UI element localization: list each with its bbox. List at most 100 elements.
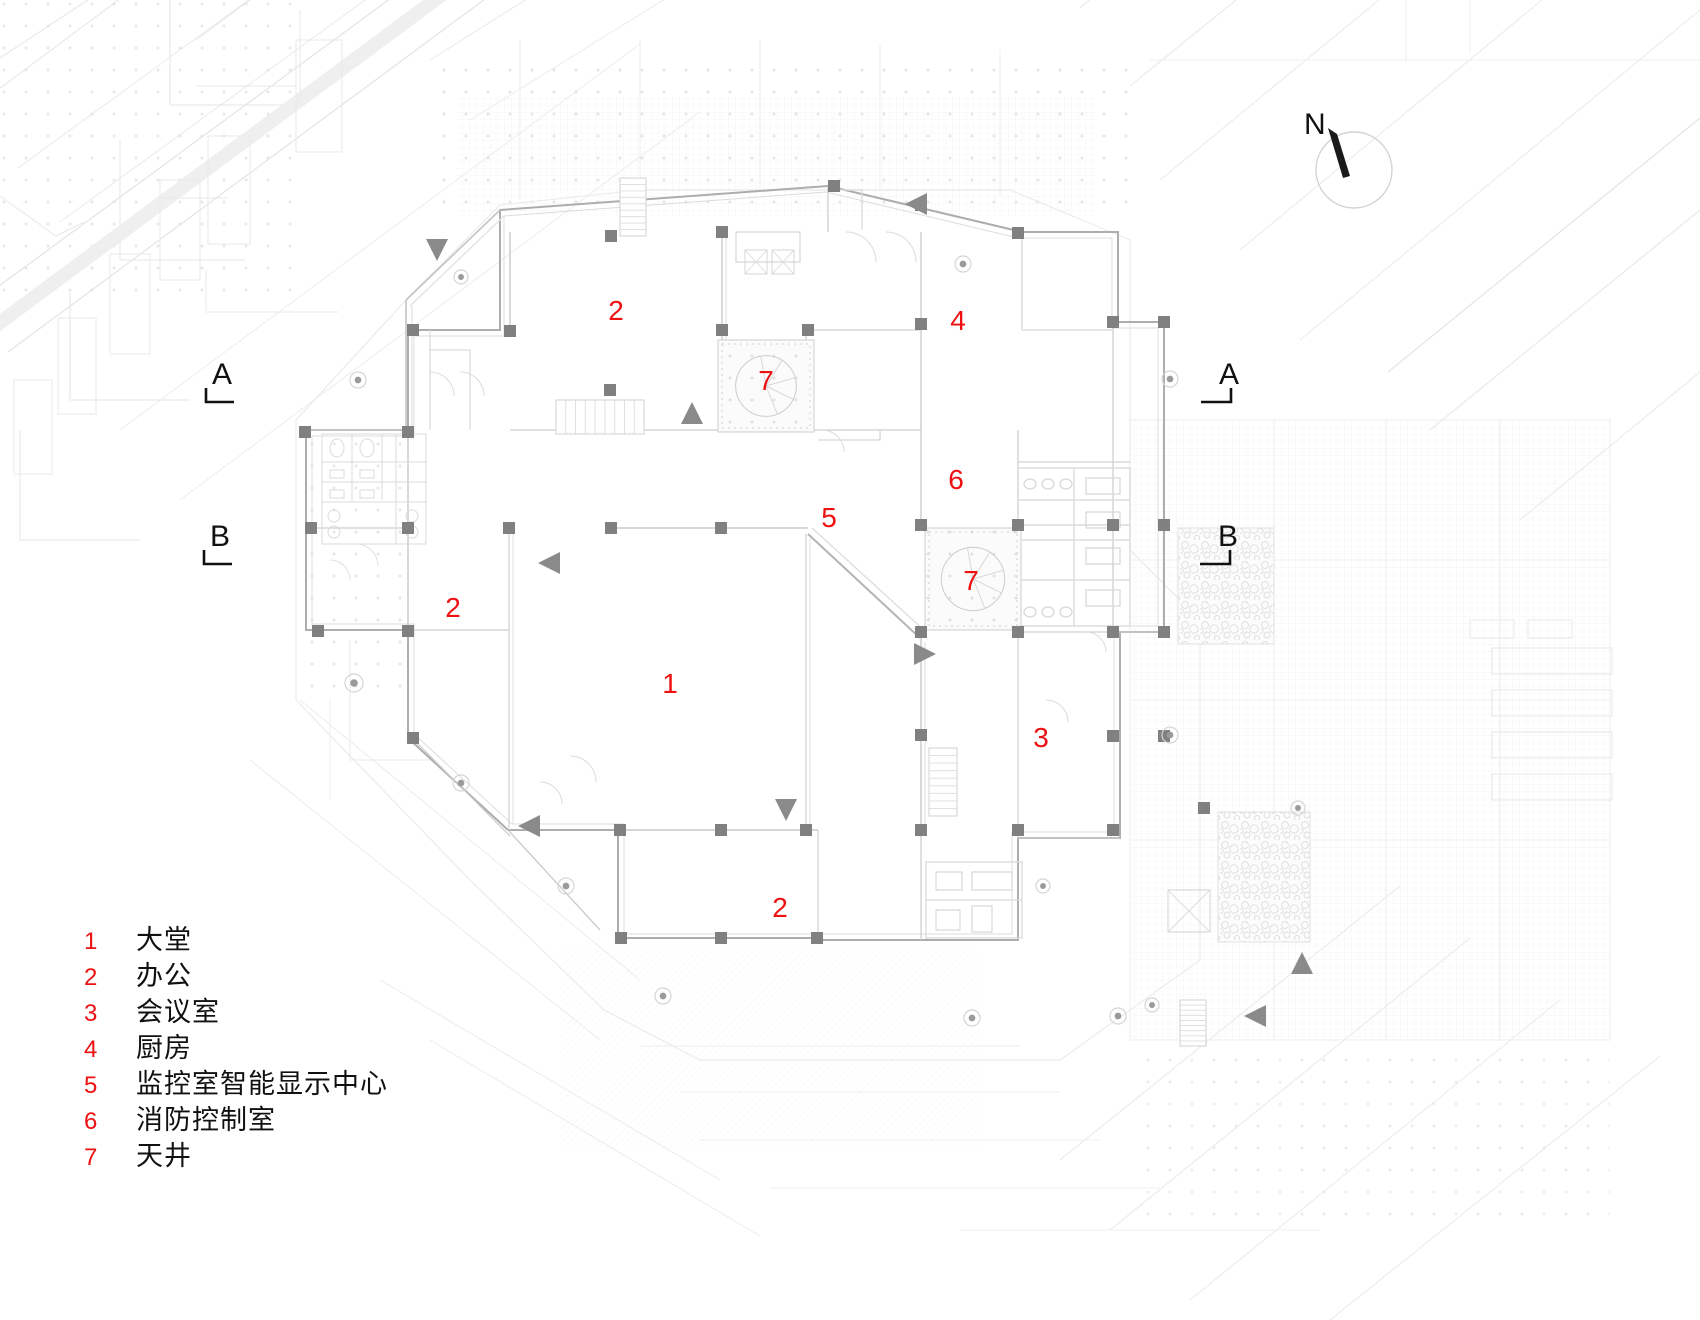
legend-label: 监控室智能显示中心 <box>136 1069 388 1100</box>
tree-branch-icon <box>765 359 783 387</box>
pebble-north <box>1177 527 1275 645</box>
elevator-cross <box>744 249 768 275</box>
elevators <box>744 249 1211 933</box>
column <box>614 824 626 836</box>
direction-marker-left <box>518 815 540 837</box>
lift-1 <box>744 249 768 275</box>
tree-icon <box>1161 726 1179 744</box>
tree-canopy-icon <box>453 269 469 285</box>
column <box>828 180 840 192</box>
tree-icon <box>453 269 469 285</box>
direction-marker-down <box>775 799 797 821</box>
legend-number: 5 <box>84 1072 98 1099</box>
service-rooms-se <box>925 861 1023 939</box>
tree-branch-icon <box>765 377 796 387</box>
legend-item: 7 天井 <box>84 1134 388 1172</box>
column <box>915 519 927 531</box>
tree-branch-icon <box>765 385 794 400</box>
legend-item: 6 消防控制室 <box>84 1098 388 1136</box>
column-grid <box>299 180 1210 944</box>
courtyard-edge <box>928 531 1018 627</box>
tree-trunk-icon <box>968 1014 976 1022</box>
elevator-car <box>771 249 795 275</box>
tree-trunk-icon <box>1149 1002 1155 1008</box>
tree-canopy-icon <box>1109 1007 1127 1025</box>
column <box>1107 626 1119 638</box>
section-marker-B-right: B <box>1218 520 1239 553</box>
legend-number: 1 <box>84 928 98 955</box>
room-number-6: 6 <box>948 464 964 495</box>
room-number-7: 7 <box>758 365 774 396</box>
column <box>1012 227 1024 239</box>
column <box>402 625 414 637</box>
column <box>504 325 516 337</box>
tree-trunk-icon <box>1166 731 1174 739</box>
column <box>915 318 927 330</box>
blocks-east <box>1469 619 1613 801</box>
legend-number: 7 <box>84 1144 98 1171</box>
legend-label: 天井 <box>136 1141 192 1172</box>
legend-label: 厨房 <box>136 1033 192 1064</box>
tree-trunk-icon <box>458 274 464 280</box>
legend-item: 5 监控室智能显示中心 <box>84 1062 388 1100</box>
tree-branch-icon <box>967 547 974 580</box>
courtyard-edge <box>721 343 811 429</box>
tree-trunk-icon <box>1040 883 1046 889</box>
legend-number: 6 <box>84 1108 98 1135</box>
tree-icon <box>557 877 575 895</box>
direction-marker-up <box>681 402 703 424</box>
pebble-south <box>1217 811 1311 943</box>
stair-se <box>1179 999 1207 1047</box>
tree-canopy-icon <box>349 371 367 389</box>
tree-trunk-icon <box>457 779 465 787</box>
legend-number: 4 <box>84 1036 98 1063</box>
legend-label: 会议室 <box>136 997 220 1028</box>
column <box>402 426 414 438</box>
column <box>305 522 317 534</box>
tree-canopy-icon <box>963 1009 981 1027</box>
column <box>1012 626 1024 638</box>
room-number-5: 5 <box>821 502 837 533</box>
tree-branch-icon <box>760 356 767 387</box>
stair-east <box>928 747 958 817</box>
column <box>915 824 927 836</box>
tree-canopy-icon <box>654 987 672 1005</box>
tree-canopy-icon <box>1035 878 1051 894</box>
tree-canopy-icon <box>1161 726 1179 744</box>
stairs <box>555 177 1207 1047</box>
terrace-southeast <box>1059 885 1661 1320</box>
column <box>615 932 627 944</box>
legend-number: 3 <box>84 1000 98 1027</box>
courtyard-north <box>717 339 815 433</box>
column <box>604 384 616 396</box>
lift-2 <box>771 249 795 275</box>
section-marker-A-right: A <box>1219 358 1240 391</box>
column <box>715 824 727 836</box>
direction-marker-up <box>1291 952 1313 974</box>
tick-path <box>204 388 234 404</box>
column <box>915 729 927 741</box>
tree-icon <box>1290 800 1306 816</box>
tree-canopy-icon <box>1290 800 1306 816</box>
section-tick-A-right <box>1201 388 1233 404</box>
legend-item: 1 大堂 <box>84 918 388 956</box>
legend-item: 3 会议室 <box>84 990 388 1028</box>
tree-branch-icon <box>765 385 778 415</box>
column <box>915 626 927 638</box>
room-number-2: 2 <box>608 295 624 326</box>
courtyard-mid <box>924 527 1022 631</box>
column <box>1012 519 1024 531</box>
plots-north <box>13 0 343 475</box>
section-tick-marks <box>202 388 1233 566</box>
tree-canopy-icon <box>452 774 470 792</box>
tree-icon <box>954 255 972 273</box>
direction-marker-left <box>1244 1005 1266 1027</box>
room-number-1: 1 <box>662 668 678 699</box>
stair-lobby <box>555 399 645 435</box>
column <box>1107 824 1119 836</box>
column <box>312 625 324 637</box>
legend-item: 4 厨房 <box>84 1026 388 1064</box>
section-marker-B-left: B <box>210 520 231 553</box>
